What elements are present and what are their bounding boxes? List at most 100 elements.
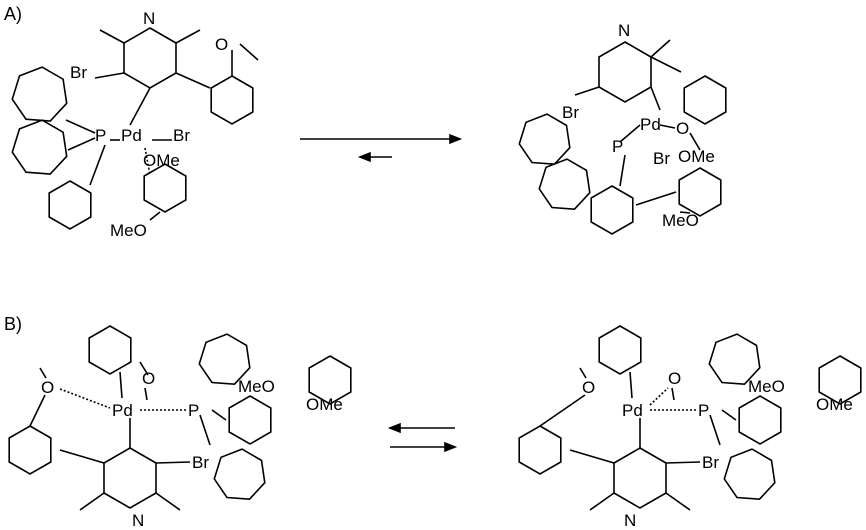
atom-o: O (41, 378, 54, 397)
bond (679, 211, 691, 214)
bond (94, 72, 125, 79)
bond (579, 367, 587, 379)
bond (39, 367, 47, 379)
cycloalkyl-ring (708, 333, 761, 386)
pyridine-ring (598, 41, 652, 103)
bond (539, 394, 586, 427)
arrowhead (387, 422, 401, 434)
bond (619, 154, 626, 187)
aryl-ring (590, 185, 634, 235)
bond (211, 409, 227, 421)
cycloalkyl-ring (538, 158, 591, 211)
group-ome: OMe (306, 395, 343, 414)
atom-br: Br (192, 453, 209, 472)
anisyl-ring (598, 325, 642, 375)
atom-n: N (132, 511, 144, 530)
bond (650, 56, 682, 73)
aryl-ring (818, 355, 862, 405)
bond (79, 492, 105, 511)
bond (29, 394, 46, 427)
bond (574, 86, 600, 96)
group-meo: MeO (748, 377, 785, 396)
group-meo: MeO (662, 211, 699, 230)
atom-pd: Pd (622, 401, 643, 420)
panel-a-label: A) (4, 4, 22, 24)
anisyl-ring (518, 425, 562, 475)
bond (59, 449, 105, 464)
atom-br: Br (562, 103, 579, 122)
bond (129, 87, 151, 126)
bond (659, 124, 676, 129)
aryl-ring (678, 167, 722, 217)
atom-p: P (95, 126, 106, 145)
atom-n: N (143, 9, 155, 28)
atom-o: O (582, 378, 595, 397)
arrowhead (357, 151, 371, 163)
aryl-ring (228, 395, 272, 445)
bond (144, 147, 151, 176)
aryl-ring (308, 355, 352, 405)
cycloalkyl-ring (723, 448, 776, 501)
bond (175, 72, 211, 89)
anisyl-ring (683, 75, 727, 125)
bond (650, 86, 661, 111)
atom-p: P (188, 401, 199, 420)
cycloalkyl-ring (11, 119, 68, 175)
bonds-and-rings (8, 27, 862, 511)
aryl-ring (143, 163, 187, 213)
atom-br: Br (702, 453, 719, 472)
bond (689, 132, 701, 151)
bond (59, 388, 111, 409)
atom-o: O (676, 119, 689, 138)
atom-br: Br (70, 63, 87, 82)
atom-pd: Pd (112, 401, 133, 420)
cycloalkyl-ring (213, 448, 266, 501)
cycloalkyl-ring (11, 66, 68, 122)
bond (665, 492, 691, 511)
bond (144, 387, 148, 401)
atom-n: N (618, 21, 630, 40)
bond (239, 43, 259, 61)
panel-b-label: B) (4, 314, 22, 334)
atom-o: O (142, 369, 155, 388)
bond (99, 29, 125, 44)
atom-o: O (668, 369, 681, 388)
atom-pd: Pd (640, 115, 661, 134)
bond (665, 461, 701, 464)
bond (635, 191, 677, 206)
bond (89, 144, 106, 186)
bond (649, 387, 669, 406)
cycloalkyl-ring (198, 333, 251, 386)
anisyl-ring (210, 75, 254, 125)
pyridine-ring (613, 447, 667, 509)
bond (589, 492, 615, 511)
atom-n: N (624, 511, 636, 530)
arrowhead (449, 133, 463, 145)
bond (149, 211, 161, 221)
atom-p: P (698, 401, 709, 420)
bond (175, 29, 201, 44)
pyridine-ring (103, 447, 157, 509)
bond (199, 414, 211, 446)
bond (671, 387, 675, 401)
group-ome: OMe (678, 147, 715, 166)
bond (619, 124, 641, 143)
pyridine-ring (123, 27, 177, 89)
arrowhead (444, 441, 458, 453)
bond (569, 449, 615, 464)
bond (119, 371, 123, 399)
bond (629, 371, 633, 399)
atom-p: P (612, 137, 623, 156)
aryl-ring (48, 180, 92, 230)
arrows (300, 133, 463, 453)
bond (65, 119, 96, 134)
bond (650, 39, 671, 58)
group-ome: OMe (816, 395, 853, 414)
group-ome: OMe (143, 151, 180, 170)
group-meo: MeO (110, 221, 147, 240)
group-meo: MeO (238, 377, 275, 396)
bond (155, 492, 181, 511)
bond (721, 409, 737, 421)
